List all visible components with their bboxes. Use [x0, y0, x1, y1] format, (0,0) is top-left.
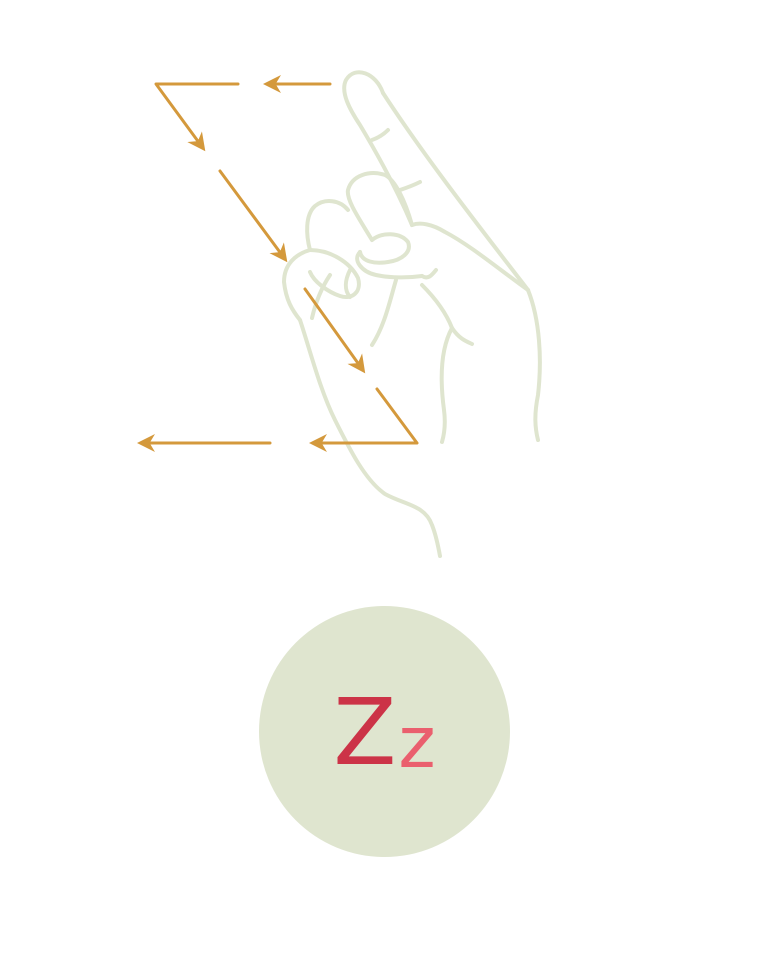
letter-badge: Z z [259, 606, 510, 857]
arrow-diagonal-2 [303, 287, 366, 374]
uppercase-letter: Z [333, 678, 397, 786]
arrow-top-corner [154, 82, 240, 152]
arrow-bottom-corner [309, 387, 419, 452]
hand-icon [282, 70, 542, 558]
z-motion-arrows [137, 75, 419, 452]
sign-illustration [137, 70, 542, 558]
arrow-diagonal-1 [218, 169, 288, 263]
lowercase-letter: z [398, 701, 436, 784]
